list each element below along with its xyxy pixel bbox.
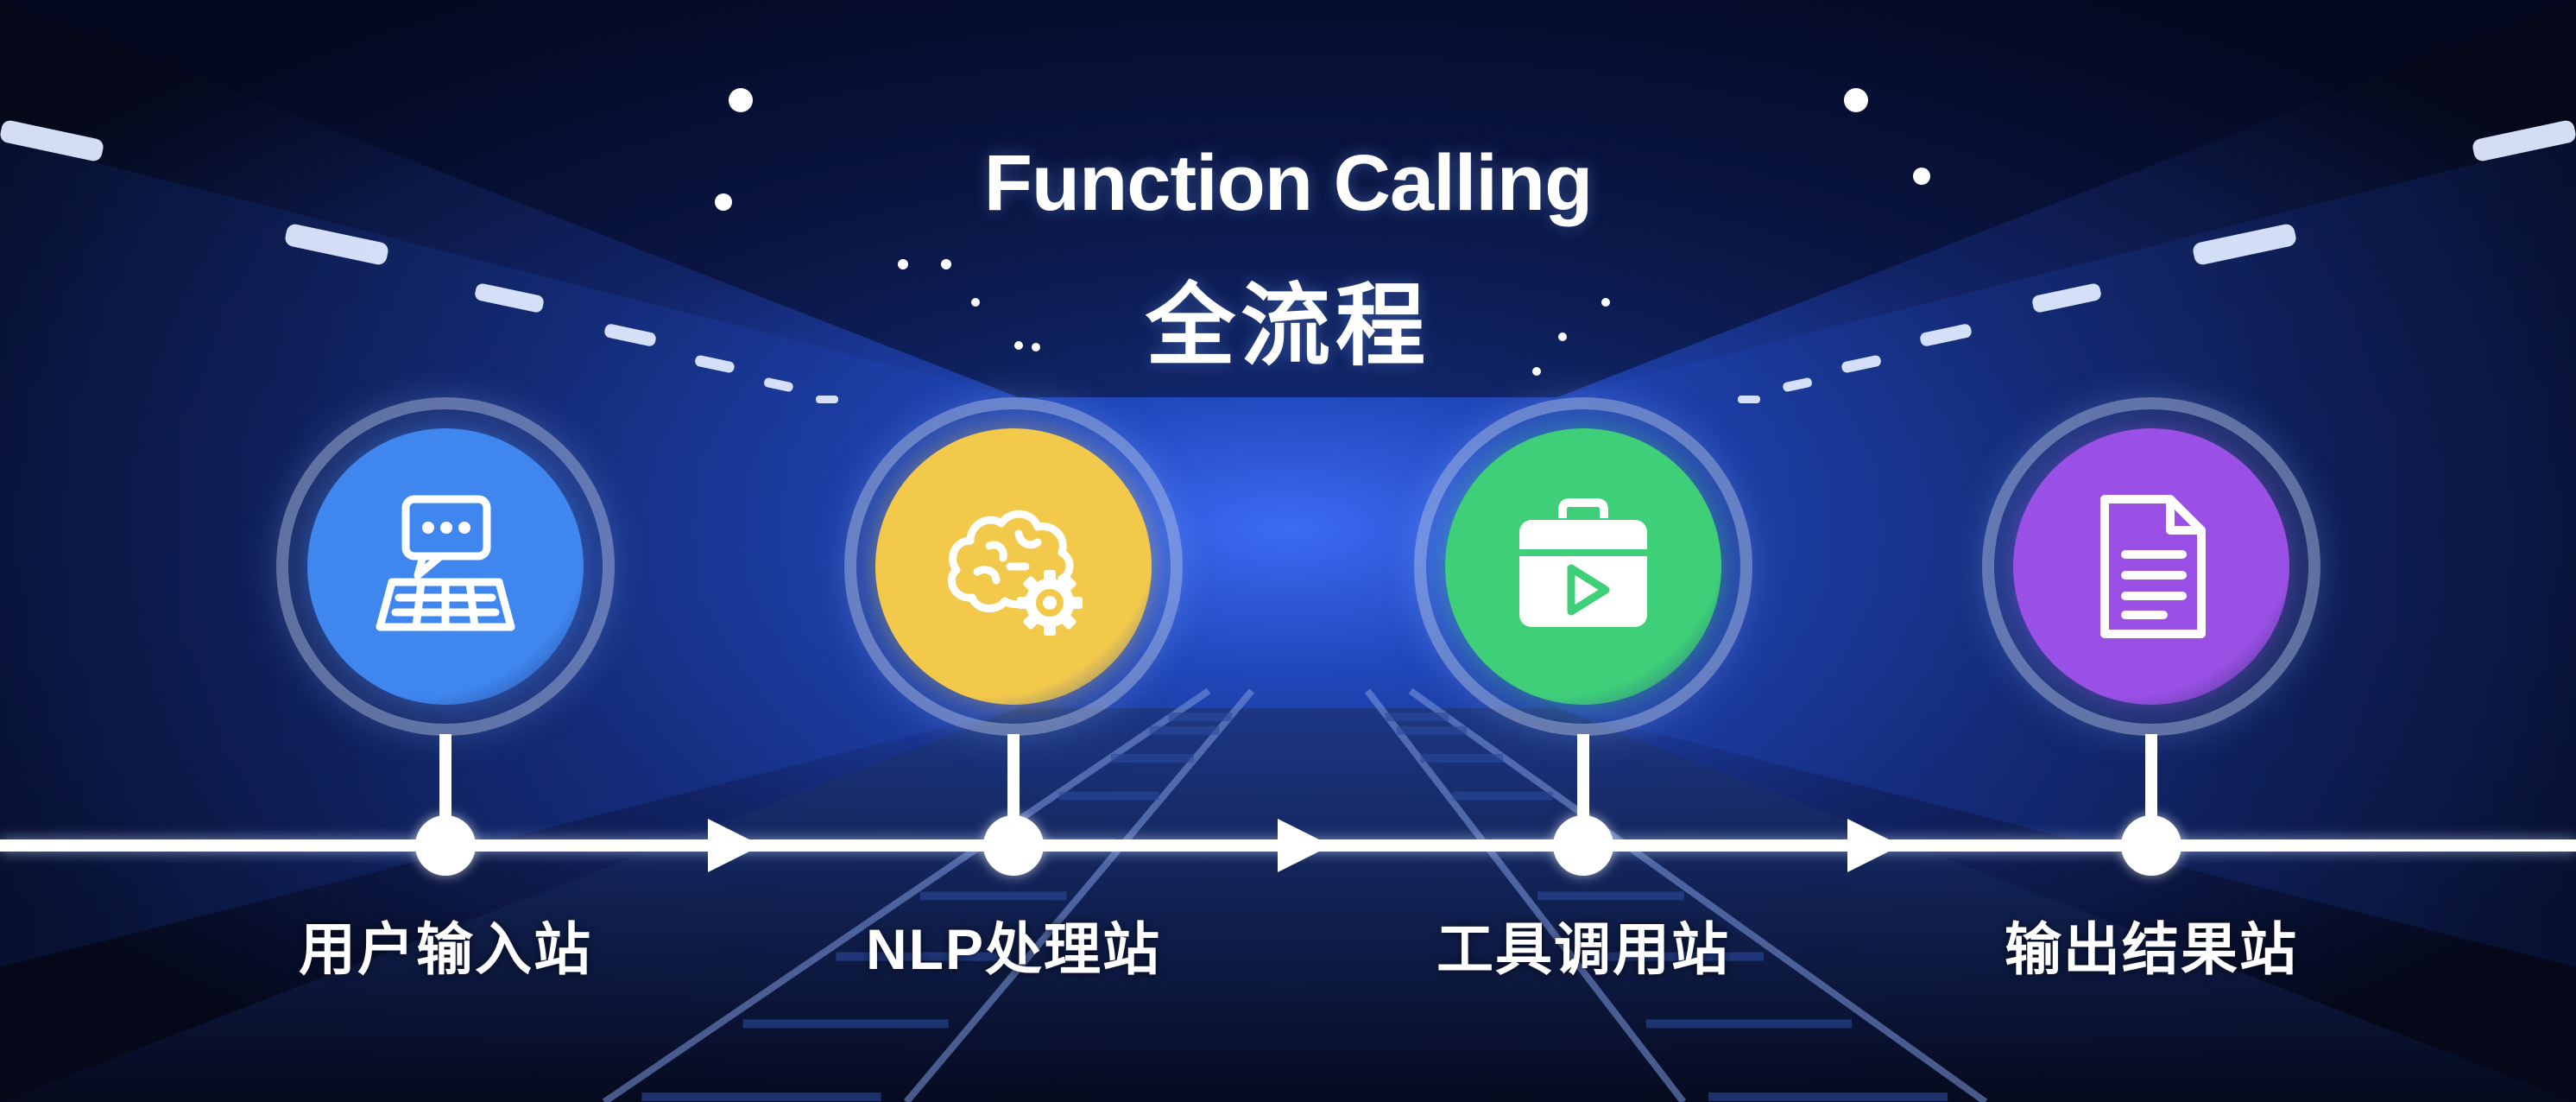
station-nlp-processing: NLP处理站 [841,0,1186,1102]
station-node [1553,815,1613,876]
station-label: 工具调用站 [1436,917,1730,981]
station-label: 用户输入站 [299,917,592,981]
station-tool-calling: 工具调用站 [1411,0,1756,1102]
station-node [983,815,1044,876]
station-stem [2145,734,2157,838]
station-node [2121,815,2181,876]
brain-gear-icon [948,510,1083,636]
title-full-process: 全流程 [1145,276,1430,377]
flow-arrow-1 [708,819,761,872]
station-disc [307,428,584,705]
station-label: NLP处理站 [866,917,1161,981]
flow-arrow-3 [1847,819,1901,872]
title-function-calling: Function Calling [983,139,1594,227]
flow-arrow-2 [1278,819,1331,872]
document-icon [2100,495,2206,638]
station-label: 输出结果站 [2005,917,2298,981]
station-stem [1577,734,1589,838]
station-output-result: 输出结果站 [1979,0,2324,1102]
toolbox-play-icon [1519,498,1647,627]
station-disc [2013,428,2289,705]
station-user-input: 用户输入站 [273,0,618,1102]
station-stem [1007,734,1020,838]
station-stem [439,734,451,838]
laptop-chat-icon [376,495,515,631]
station-node [415,815,476,876]
